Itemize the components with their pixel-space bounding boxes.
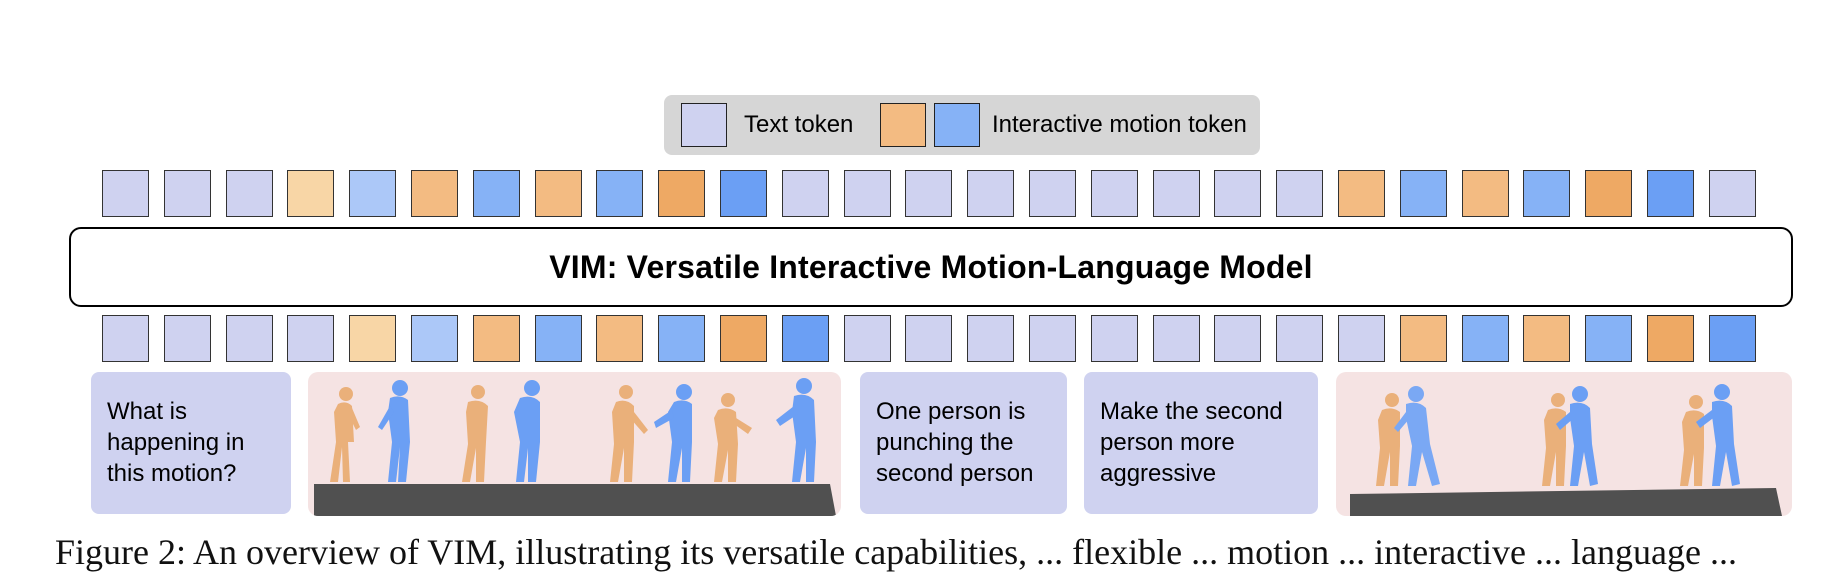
text-token <box>1152 315 1200 362</box>
model-title: VIM: Versatile Interactive Motion-Langua… <box>549 248 1313 285</box>
legend-motion-token-label: Interactive motion token <box>992 111 1247 138</box>
text-token <box>1214 315 1262 362</box>
instruction-line-3: aggressive <box>1100 460 1217 487</box>
text-token <box>1029 315 1076 362</box>
motion-token <box>1585 170 1633 217</box>
text-token <box>905 170 953 217</box>
text-token <box>1708 170 1756 217</box>
motion-token <box>1523 315 1571 362</box>
motion-token <box>1585 315 1633 362</box>
text-token <box>1338 315 1385 362</box>
text-token <box>1152 170 1200 217</box>
text-token <box>1276 170 1324 217</box>
answer-line-2: punching the <box>876 429 1014 456</box>
motion-token <box>411 170 458 217</box>
blue-figure <box>514 380 540 482</box>
answer-text-box: One person is punching the second person <box>860 372 1067 514</box>
floor <box>314 484 836 516</box>
legend-text-token-label: Text token <box>744 111 854 138</box>
legend: Text token Interactive motion token <box>664 95 1260 155</box>
legend-motion-token-swatch-orange <box>880 103 926 147</box>
motion-token <box>781 315 829 362</box>
text-token <box>102 315 149 362</box>
floor <box>1350 488 1782 516</box>
motion-token <box>472 170 520 217</box>
text-token <box>1276 315 1324 362</box>
text-token <box>225 315 273 362</box>
motion-token <box>720 170 767 217</box>
motion-token <box>658 315 706 362</box>
legend-text-token-swatch <box>681 103 727 147</box>
orange-figure <box>1680 395 1704 486</box>
instruction-line-2: person more <box>1100 429 1235 456</box>
orange-figure <box>330 387 360 482</box>
question-line-3: this motion? <box>107 460 237 487</box>
text-token <box>287 315 335 362</box>
question-line-1: What is <box>107 398 188 425</box>
blue-figure <box>1696 384 1740 486</box>
answer-line-1: One person is <box>876 398 1026 425</box>
motion-token <box>1461 170 1509 217</box>
motion-token <box>1647 170 1694 217</box>
figure-caption: Figure 2: An overview of VIM, illustrati… <box>55 532 1737 572</box>
instruction-text-box: Make the second person more aggressive <box>1084 372 1318 514</box>
text-token <box>843 315 891 362</box>
motion-token <box>1399 315 1447 362</box>
blue-figure <box>1394 386 1440 486</box>
motion-figures-2 <box>1350 384 1782 516</box>
model-box: VIM: Versatile Interactive Motion-Langua… <box>69 227 1793 307</box>
text-token <box>225 170 273 217</box>
text-token <box>843 170 891 217</box>
motion-token <box>1399 170 1447 217</box>
text-token <box>967 315 1015 362</box>
orange-figure <box>462 385 488 482</box>
text-token <box>1214 170 1262 217</box>
text-token <box>1090 170 1138 217</box>
instruction-line-1: Make the second <box>1100 398 1283 425</box>
motion-token <box>596 315 644 362</box>
text-token <box>163 170 211 217</box>
motion-token <box>658 170 706 217</box>
answer-line-3: second person <box>876 460 1034 487</box>
motion-token <box>472 315 520 362</box>
blue-figure <box>776 378 816 482</box>
text-token <box>163 315 211 362</box>
motion-token <box>349 170 397 217</box>
motion-token <box>596 170 644 217</box>
motion-token <box>287 170 335 217</box>
text-token <box>102 170 149 217</box>
text-token <box>967 170 1015 217</box>
text-token <box>1029 170 1076 217</box>
motion-panel-1 <box>308 372 841 516</box>
motion-token <box>1708 315 1756 362</box>
motion-token <box>1338 170 1385 217</box>
motion-token <box>720 315 767 362</box>
orange-figure <box>714 393 752 482</box>
legend-motion-token-swatch-blue <box>934 103 980 147</box>
question-text-box: What is happening in this motion? <box>91 372 291 514</box>
motion-token <box>1647 315 1694 362</box>
orange-figure <box>1376 393 1400 486</box>
blue-figure <box>1556 386 1598 486</box>
blue-figure <box>654 384 692 482</box>
motion-token <box>1523 170 1571 217</box>
text-token <box>905 315 953 362</box>
motion-token <box>1461 315 1509 362</box>
question-line-2: happening in <box>107 429 245 456</box>
motion-token <box>534 315 582 362</box>
motion-figures-1 <box>314 378 836 516</box>
motion-token <box>411 315 458 362</box>
text-token <box>1090 315 1138 362</box>
motion-token <box>534 170 582 217</box>
motion-token <box>349 315 397 362</box>
orange-figure <box>610 385 648 482</box>
motion-panel-2 <box>1336 372 1792 516</box>
text-token <box>781 170 829 217</box>
blue-figure <box>378 380 410 482</box>
orange-figure <box>1542 393 1566 486</box>
